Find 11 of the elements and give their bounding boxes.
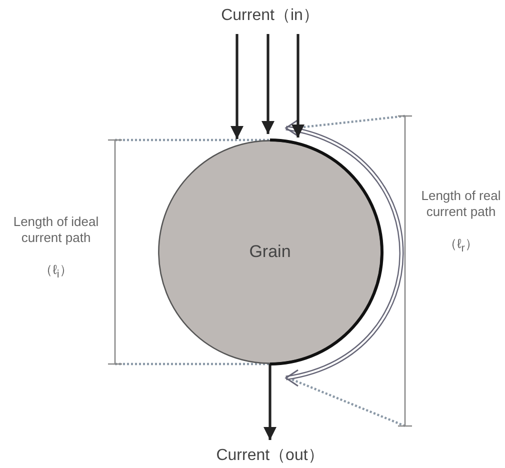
current-label: Current（out） [216, 446, 324, 466]
dimension-label: Length of real current path [420, 188, 502, 220]
grain-label: Grain [249, 242, 291, 262]
arrow [262, 34, 274, 134]
dimension-label: Length of ideal current path [12, 214, 100, 246]
arrow [292, 34, 304, 138]
length-symbol: （ℓ$_{i}$） [38, 262, 74, 283]
length-symbol: （ℓ$_{r}$） [443, 236, 479, 257]
arrow [230, 34, 244, 139]
current-label: Current（in） [221, 6, 319, 26]
arrow [264, 364, 276, 440]
